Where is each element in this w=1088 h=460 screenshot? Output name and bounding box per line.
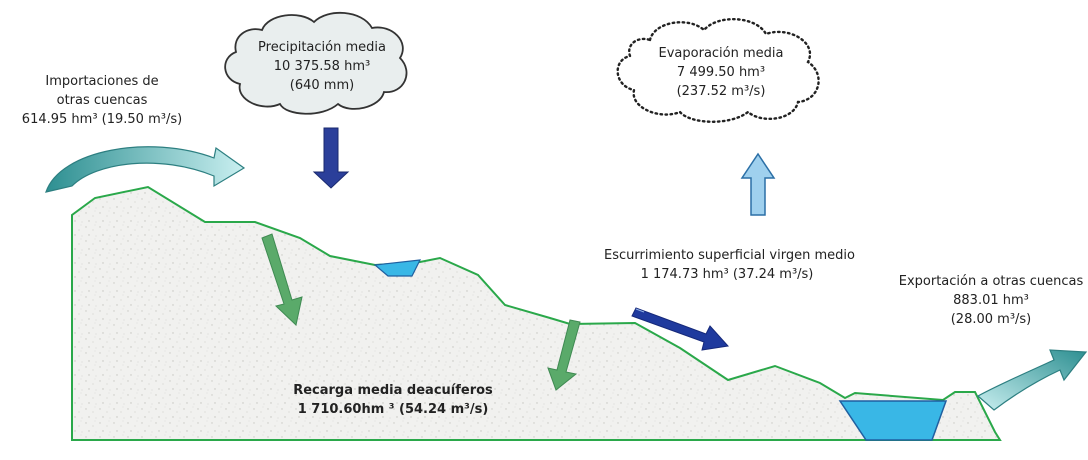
precipitation-volume: 10 375.58 hm³ xyxy=(273,59,371,74)
evaporation-cloud xyxy=(616,17,820,123)
runoff-value: 1 174.73 hm³ (37.24 m³/s) xyxy=(640,267,814,282)
recharge-label: Recarga media deacuíferos 1 710.60hm ³ (… xyxy=(270,381,516,419)
imports-value: 614.95 hm³ (19.50 m³/s) xyxy=(21,112,183,127)
exports-title: Exportación a otras cuencas xyxy=(898,274,1084,289)
precipitation-title: Precipitación media xyxy=(258,40,386,55)
runoff-label: Escurrimiento superficial virgen medio 1… xyxy=(604,246,855,284)
precipitation-arrow xyxy=(312,127,350,189)
import-arrow xyxy=(45,146,246,193)
terrain-ground xyxy=(71,185,1002,441)
recharge-title: Recarga media deacuíferos xyxy=(293,383,493,398)
precipitation-depth: (640 mm) xyxy=(289,78,355,93)
recharge-arrow-1 xyxy=(261,233,303,326)
evaporation-volume: 7 499.50 hm³ xyxy=(676,65,766,80)
evaporation-rate: (237.52 m³/s) xyxy=(676,84,766,99)
exports-rate: (28.00 m³/s) xyxy=(950,312,1032,327)
exports-label: Exportación a otras cuencas 883.01 hm³ (… xyxy=(898,272,1084,329)
runoff-arrow-highlight xyxy=(635,308,645,313)
reservoir xyxy=(838,400,948,441)
imports-label: Importaciones de otras cuencas 614.95 hm… xyxy=(4,72,200,129)
evaporation-title: Evaporación media xyxy=(658,46,784,61)
recharge-arrow-2 xyxy=(547,319,581,391)
exports-volume: 883.01 hm³ xyxy=(953,293,1029,308)
imports-title-1: Importaciones de xyxy=(45,74,159,89)
small-lake xyxy=(373,259,422,277)
recharge-value: 1 710.60hm ³ (54.24 m³/s) xyxy=(297,402,489,417)
evaporation-arrow xyxy=(740,152,776,216)
imports-title-2: otras cuencas xyxy=(56,93,148,108)
export-arrow xyxy=(976,349,1088,411)
precipitation-cloud xyxy=(224,11,408,115)
evaporation-label: Evaporación media 7 499.50 hm³ (237.52 m… xyxy=(636,44,806,101)
precipitation-label: Precipitación media 10 375.58 hm³ (640 m… xyxy=(244,38,400,95)
runoff-arrow xyxy=(631,307,729,351)
runoff-title: Escurrimiento superficial virgen medio xyxy=(604,248,855,263)
